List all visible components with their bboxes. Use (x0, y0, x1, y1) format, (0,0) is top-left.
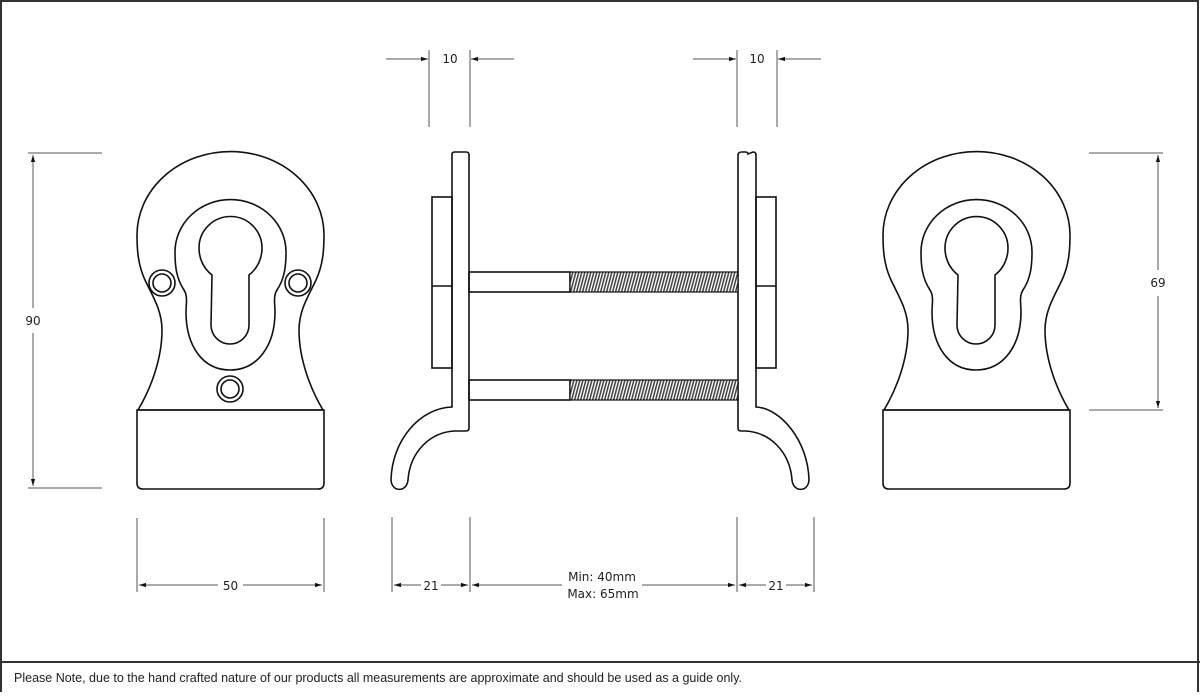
svg-text:50: 50 (223, 579, 238, 593)
dimension-width-total: 50 (136, 518, 325, 593)
bolt-shank-lower (468, 379, 571, 401)
dimension-plate-thickness-right: 10 (693, 50, 821, 127)
front-view-right (882, 150, 1071, 490)
svg-text:10: 10 (749, 52, 764, 66)
dimension-door-min: Min: 40mm (568, 570, 636, 584)
dimension-side-bottom (391, 517, 815, 592)
svg-text:69: 69 (1150, 276, 1165, 290)
keyhole-icon (944, 215, 1009, 345)
dimension-door-max: Max: 65mm (567, 587, 638, 601)
front-view-left (136, 150, 325, 490)
footer-disclaimer: Please Note, due to the hand crafted nat… (14, 671, 743, 685)
dimension-projection-right: 21 (768, 579, 783, 593)
svg-text:10: 10 (442, 52, 457, 66)
dimension-projection-left: 21 (423, 579, 438, 593)
threads (569, 271, 739, 401)
bolt-shank-upper (468, 271, 571, 293)
side-view (390, 151, 810, 491)
svg-text:90: 90 (25, 314, 40, 328)
keyhole-icon (198, 215, 263, 345)
dimension-plate-thickness-left: 10 (386, 50, 514, 127)
dimension-height-upper: 69 (1089, 152, 1166, 411)
dimension-height-total: 90 (25, 152, 102, 489)
